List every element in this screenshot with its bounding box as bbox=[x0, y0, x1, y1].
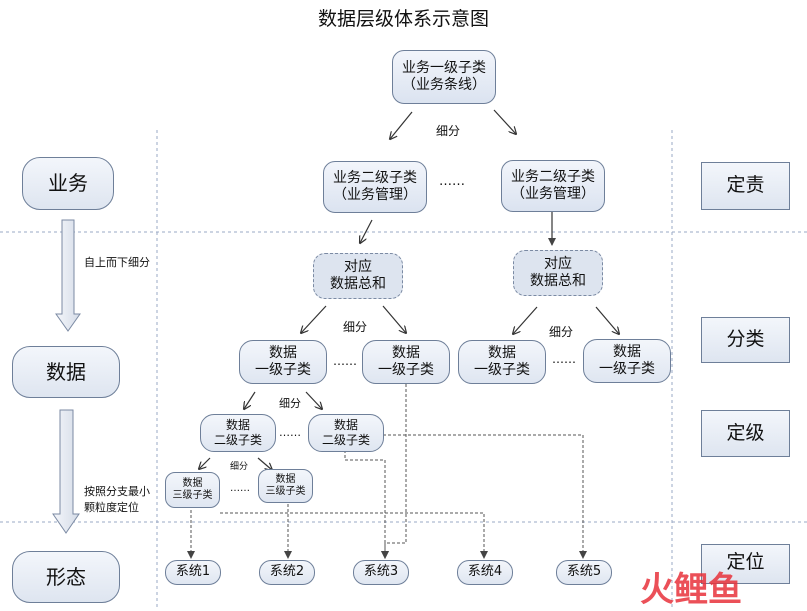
system-node-4: 系统4 bbox=[457, 560, 513, 585]
classify-box: 分类 bbox=[701, 317, 790, 363]
data-level3-node: 数据 三级子类 bbox=[258, 469, 313, 503]
system-node-5: 系统5 bbox=[556, 560, 612, 585]
down-arrow-1 bbox=[55, 219, 81, 332]
business-level2-node-left: 业务二级子类 （业务管理） bbox=[323, 161, 427, 213]
data-box: 数据 bbox=[12, 346, 120, 398]
data-level3-node: 数据 三级子类 bbox=[165, 472, 220, 508]
data-level2-ellipsis: …… bbox=[279, 426, 301, 439]
split-label: 细分 bbox=[343, 320, 368, 334]
define-duty-box: 定责 bbox=[701, 162, 790, 210]
system-node-2: 系统2 bbox=[259, 560, 315, 585]
form-box: 形态 bbox=[12, 551, 120, 603]
system-node-1: 系统1 bbox=[165, 560, 221, 585]
data-level1-ellipsis-right: …… bbox=[552, 352, 576, 366]
data-level1-node: 数据 一级子类 bbox=[458, 340, 546, 384]
split-label: 细分 bbox=[230, 462, 249, 472]
data-level1-node: 数据 一级子类 bbox=[239, 340, 327, 384]
data-level1-node: 数据 一级子类 bbox=[362, 340, 450, 384]
data-level2-node: 数据 二级子类 bbox=[200, 414, 276, 452]
split-label: 细分 bbox=[279, 397, 301, 410]
data-level1-node: 数据 一级子类 bbox=[583, 339, 671, 383]
locate-box: 定位 bbox=[701, 544, 790, 584]
split-arrows bbox=[199, 109, 619, 470]
section-guides bbox=[0, 130, 807, 610]
level2-ellipsis: …… bbox=[439, 174, 465, 189]
top-down-split-label: 自上而下细分 bbox=[84, 256, 150, 269]
system-node-3: 系统3 bbox=[353, 560, 409, 585]
split-label: 细分 bbox=[549, 325, 574, 339]
data-sum-node-right: 对应 数据总和 bbox=[513, 250, 603, 296]
system-mappings bbox=[187, 384, 587, 559]
business-box: 业务 bbox=[22, 157, 114, 210]
split-label: 细分 bbox=[436, 124, 461, 138]
business-level1-node: 业务一级子类 （业务条线） bbox=[392, 50, 496, 104]
data-level1-ellipsis-left: …… bbox=[333, 354, 357, 368]
locate-rule-label: 按照分支最小 颗粒度定位 bbox=[84, 485, 150, 514]
watermark-logo: 火鲤鱼 bbox=[640, 570, 742, 610]
business-level2-node-right: 业务二级子类 （业务管理） bbox=[501, 160, 605, 212]
data-level2-node: 数据 二级子类 bbox=[308, 414, 384, 452]
data-sum-node-left: 对应 数据总和 bbox=[313, 253, 403, 299]
data-level3-ellipsis: …… bbox=[230, 483, 250, 494]
grade-box: 定级 bbox=[701, 410, 790, 457]
down-arrow-2 bbox=[52, 409, 80, 534]
diagram-title: 数据层级体系示意图 bbox=[317, 8, 489, 30]
